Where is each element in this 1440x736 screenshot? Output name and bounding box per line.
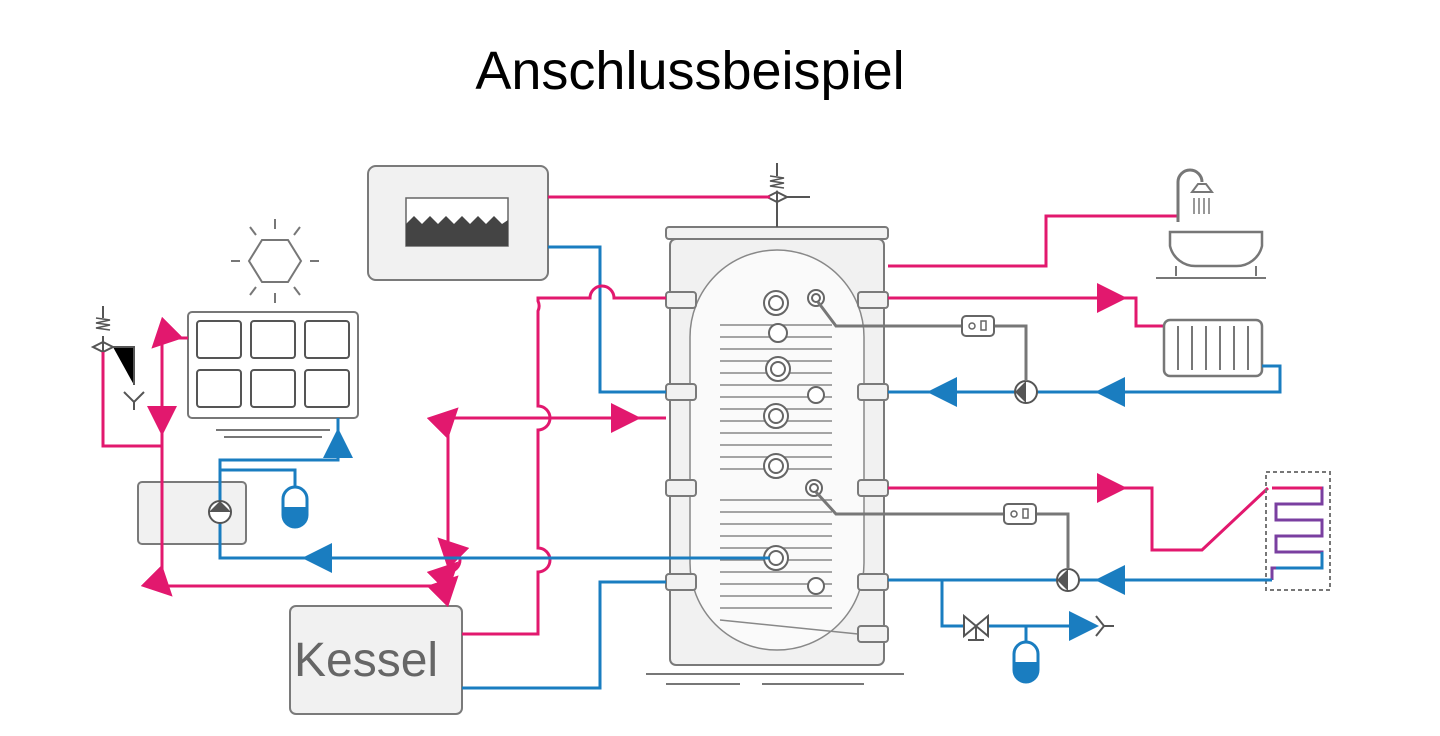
underfloor-controller <box>814 490 1070 569</box>
drain-expansion-vessel-icon <box>1012 626 1040 684</box>
sun-icon <box>231 219 319 303</box>
expansion-vessel-icon <box>281 485 309 529</box>
radiator-controller <box>816 301 1028 381</box>
underfloor-pump-icon <box>1056 568 1080 592</box>
drain-icon <box>1095 615 1114 637</box>
mixing-valve-icon <box>963 613 989 641</box>
page-title: Anschlussbeispiel <box>475 41 905 101</box>
safety-valve-icon <box>764 163 810 227</box>
radiator-pump-icon <box>1014 380 1038 404</box>
heat-source-box <box>367 165 549 281</box>
underfloor-heating-icon <box>1265 471 1331 591</box>
boiler-label: Kessel <box>294 634 438 687</box>
bathtub-shower-icon <box>1156 168 1266 279</box>
buffer-tank <box>646 226 904 685</box>
solar-pump-icon <box>208 500 232 524</box>
solar-safety-valve-icon <box>90 306 145 410</box>
solar-collector-icon <box>187 311 359 438</box>
radiator-icon <box>1162 318 1264 378</box>
